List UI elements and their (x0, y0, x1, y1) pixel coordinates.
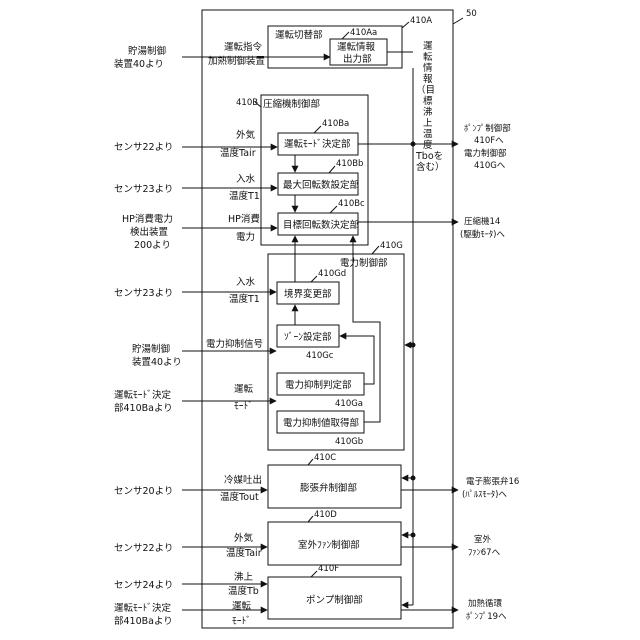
input-source-4-line-1: HP消費電力 (122, 213, 173, 225)
unit-410Aa-label-2: 出力部 (343, 53, 372, 65)
input-signal-7-line-1: 運転 (234, 384, 254, 395)
ref-410Bb: 410Bb (336, 159, 363, 169)
input-signal-2-line-2: 温度Tair (220, 147, 256, 159)
unit-410G-label: 電力制御部 (340, 257, 388, 269)
ref-410Gd: 410Gd (318, 269, 346, 279)
input-signal-4-line-2: 電力 (236, 231, 255, 243)
input-source-6-line-1: 貯湯制御 (132, 343, 170, 355)
input-signal-8-line-1: 冷媒吐出 (224, 474, 262, 486)
unit-410Gd-label: 境界変更部 (284, 288, 332, 300)
input-signal-5-line-1: 入水 (236, 276, 256, 288)
unit-410D-label: 室外ﾌｧﾝ制御部 (298, 539, 360, 551)
input-source-7-line-1: 運転ﾓｰﾄﾞ決定 (114, 389, 172, 401)
input-source-3: センサ23より (114, 184, 173, 195)
unit-410Gc-label: ｿﾞｰﾝ設定部 (284, 331, 332, 343)
ref-410F: 410F (318, 564, 339, 574)
ref-410B: 410B (236, 98, 258, 108)
svg-text:情: 情 (423, 62, 433, 74)
input-source-8: センサ20より (114, 486, 173, 497)
input-signal-7-line-2: ﾓｰﾄﾞ (234, 401, 253, 412)
input-signal-1-line-1: 運転指令 (224, 41, 263, 53)
output-dest-1-line-2: 410Fへ (474, 136, 504, 146)
input-signal-5-line-2: 温度T1 (229, 293, 260, 305)
input-source-2: センサ22より (114, 142, 173, 153)
input-signal-9-line-2: 温度Tair (226, 547, 262, 559)
svg-text:上: 上 (423, 118, 433, 129)
ref-410Ga: 410Ga (335, 399, 363, 409)
svg-text:沸: 沸 (423, 106, 433, 118)
svg-text:Tboを: Tboを (415, 151, 443, 162)
svg-text:（目: （目 (416, 84, 435, 96)
input-source-5: センサ23より (114, 288, 173, 299)
input-source-7-line-2: 部410Baより (114, 402, 173, 414)
ref-410D: 410D (314, 510, 337, 520)
input-signal-10-line-1: 沸上 (234, 571, 254, 583)
svg-text:含む）: 含む） (416, 161, 445, 173)
output-dest-2-line-2: (駆動ﾓｰﾀ)へ (460, 229, 505, 240)
output-dest-1-line-3: 電力制御部 (464, 148, 507, 159)
unit-410Ga-label: 電力抑制判定部 (285, 379, 352, 391)
input-signal-10-line-2: 温度Tb (228, 585, 259, 597)
input-source-6-line-2: 装置40より (132, 356, 182, 368)
ref-50-leader (453, 18, 463, 24)
input-signal-9-line-1: 外気 (234, 532, 254, 544)
svg-text:標: 標 (423, 95, 433, 107)
output-dest-3-line-1: 電子膨張弁16 (466, 476, 519, 487)
input-signal-3-line-1: 入水 (236, 173, 256, 185)
unit-410Bb-label: 最大回転数設定部 (283, 179, 359, 191)
input-signal-8-line-2: 温度Tout (220, 491, 259, 503)
output-dest-4-line-2: ﾌｧﾝ67へ (468, 548, 501, 558)
input-signal-1-line-2: 加熱制御装置 (208, 55, 265, 67)
input-source-4-line-2: 検出装置 (130, 226, 168, 238)
input-source-1-line-1: 貯湯制御 (128, 45, 166, 57)
output-dest-3-line-2: (ﾊﾟﾙｽﾓｰﾀ)へ (462, 490, 507, 500)
input-source-10: センサ24より (114, 580, 173, 591)
ref-410G: 410G (380, 241, 403, 251)
unit-410F-label: ポンプ制御部 (306, 594, 363, 606)
junction-410Ba-out (411, 142, 416, 147)
input-source-11-line-2: 部410Baより (114, 615, 173, 627)
svg-text:度: 度 (423, 139, 433, 151)
input-signal-3-line-2: 温度T1 (229, 190, 260, 202)
input-source-1-line-2: 装置40より (114, 58, 164, 70)
input-signal-4-line-1: HP消費 (228, 213, 260, 225)
input-signal-6: 電力抑制信号 (206, 338, 263, 350)
output-dest-5-line-2: ﾎﾟﾝﾌﾟ19へ (466, 612, 507, 622)
unit-410Bc-label: 目標回転数決定部 (283, 219, 359, 231)
input-signal-11-line-1: 運転 (232, 601, 252, 612)
input-source-4-line-3: 200より (134, 240, 171, 251)
unit-410Ba-label: 運転ﾓｰﾄﾞ決定部 (284, 138, 351, 150)
ref-410A: 410A (410, 16, 432, 26)
ref-410Gb: 410Gb (335, 437, 363, 447)
unit-410C-label: 膨張弁制御部 (300, 482, 357, 494)
input-source-9: センサ22より (114, 543, 173, 554)
unit-410Aa-label-1: 運転情報 (337, 41, 376, 53)
output-dest-1-line-4: 410Gへ (474, 161, 506, 171)
svg-text:転: 転 (423, 52, 433, 63)
output-dest-2-line-1: 圧縮機14 (464, 216, 500, 227)
unit-410B-label: 圧縮機制御部 (263, 98, 320, 110)
ref-410Gc: 410Gc (306, 351, 334, 361)
ref-50: 50 (466, 9, 477, 19)
output-dest-5-line-1: 加熱循環 (468, 598, 503, 609)
ref-410Aa: 410Aa (350, 28, 377, 38)
unit-410A-label: 運転切替部 (275, 29, 323, 41)
ref-410Ba: 410Ba (322, 119, 349, 129)
input-source-11-line-1: 運転ﾓｰﾄﾞ決定 (114, 602, 172, 614)
output-dest-1-line-1: ﾎﾟﾝﾌﾟ制御部 (464, 123, 511, 134)
ref-410Bc: 410Bc (338, 199, 365, 209)
svg-text:温: 温 (423, 129, 433, 140)
svg-text:運: 運 (423, 41, 433, 52)
output-dest-4-line-1: 室外 (474, 534, 492, 545)
ref-410C: 410C (314, 453, 336, 463)
unit-410Gb-label: 電力抑制値取得部 (283, 417, 359, 429)
svg-text:報: 報 (423, 74, 433, 85)
input-signal-2-line-1: 外気 (236, 129, 256, 141)
input-signal-11-line-2: ﾓｰﾄﾞ (232, 616, 251, 627)
